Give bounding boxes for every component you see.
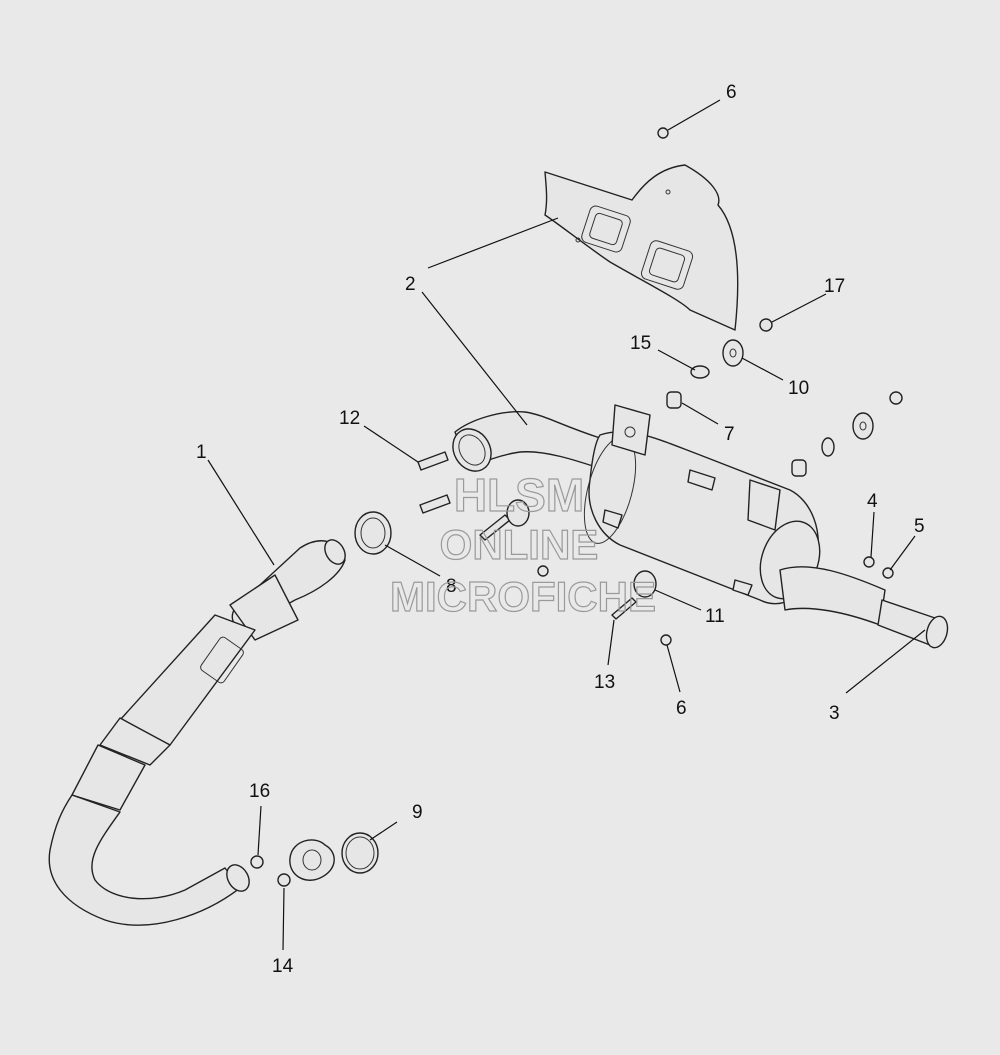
callout-9: 9 [412, 802, 423, 823]
heat-shield [544, 164, 739, 331]
watermark-line-3: MICROFICHE [390, 573, 656, 620]
watermark-line-1: HLSM [454, 469, 584, 521]
callout-13: 13 [594, 672, 615, 693]
head-pipe [48, 539, 346, 926]
exhaust-tip [877, 599, 949, 649]
leader-lines [207, 99, 926, 951]
callout-11: 11 [705, 606, 725, 627]
callout-6-bottom: 6 [676, 698, 687, 719]
callout-7: 7 [724, 424, 735, 445]
callout-3: 3 [829, 703, 840, 724]
callout-2: 2 [405, 274, 416, 295]
callout-12: 12 [339, 408, 360, 429]
hardware [250, 127, 903, 887]
callout-4: 4 [867, 491, 878, 512]
callout-5: 5 [914, 516, 925, 537]
watermark-line-2: ONLINE [440, 521, 599, 568]
callout-8: 8 [446, 576, 457, 597]
callout-14: 14 [272, 956, 294, 977]
callout-16: 16 [249, 781, 270, 802]
callout-labels: 1 2 3 4 5 6 6 7 8 9 10 11 12 13 14 15 16… [196, 82, 925, 977]
callout-6-top: 6 [726, 82, 737, 103]
callout-17: 17 [824, 276, 845, 297]
callout-1: 1 [196, 442, 207, 463]
callout-10: 10 [788, 378, 809, 399]
muffler [452, 404, 886, 626]
callout-15: 15 [630, 333, 651, 354]
watermark: HLSM ONLINE MICROFICHE [389, 468, 656, 620]
